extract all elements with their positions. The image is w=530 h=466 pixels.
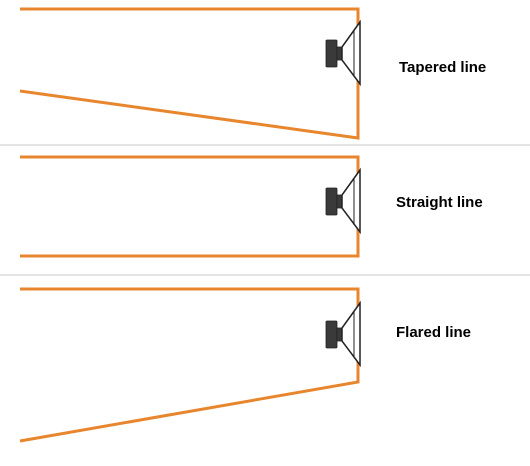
panel-tapered [19, 7, 361, 140]
flared-enclosure-outline [19, 287, 360, 443]
speaker-icon [325, 300, 361, 368]
tapered-enclosure-outline [19, 7, 360, 140]
speaker-icon [325, 167, 361, 235]
flared-line-label: Flared line [396, 324, 472, 341]
speaker-icon [325, 19, 361, 87]
straight-line-label: Straight line [396, 194, 483, 211]
panel-flared [19, 287, 361, 443]
panel-straight [20, 155, 361, 258]
tapered-line-label: Tapered line [399, 59, 487, 76]
straight-enclosure-outline [20, 155, 360, 258]
